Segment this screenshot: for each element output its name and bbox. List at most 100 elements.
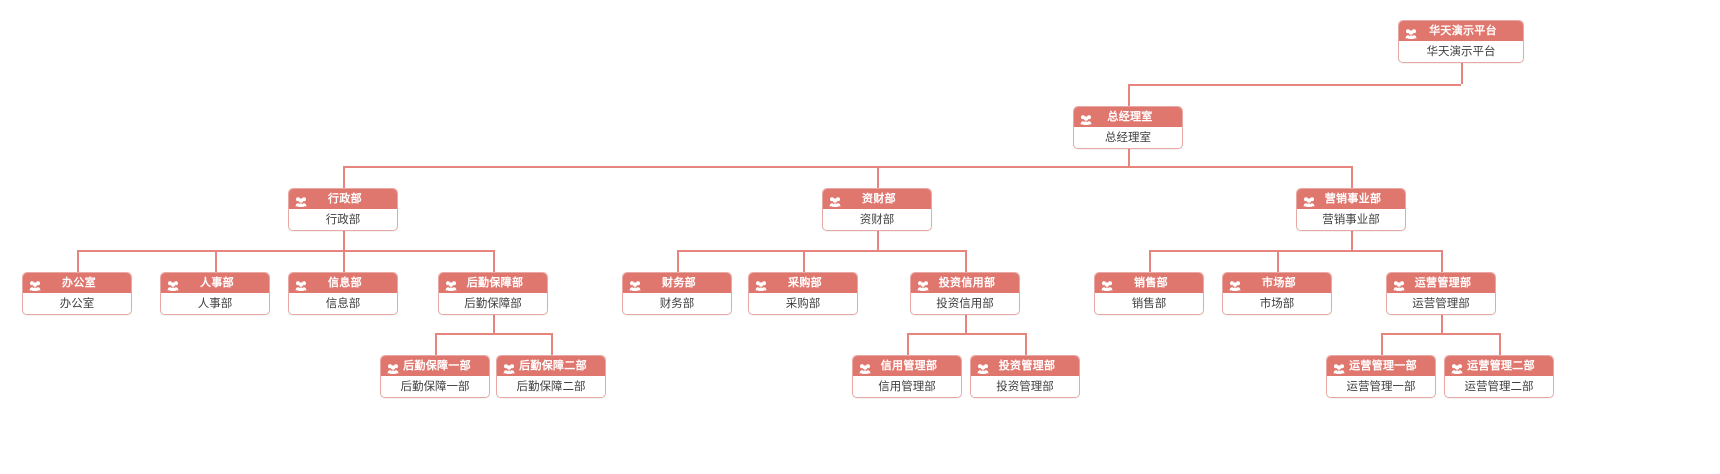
node-header[interactable]: 后勤保障部 [439, 273, 547, 293]
connector-child-stub [1499, 333, 1501, 355]
node-title: 投资信用部 [938, 276, 996, 289]
org-node-log2[interactable]: 后勤保障二部后勤保障二部 [496, 355, 606, 398]
node-title: 后勤保障一部 [403, 359, 471, 372]
node-header[interactable]: 投资管理部 [971, 356, 1079, 376]
node-header[interactable]: 营销事业部 [1297, 189, 1405, 209]
org-unit-icon [1393, 277, 1405, 291]
node-title: 华天演示平台 [1429, 24, 1497, 37]
node-subtitle: 财务部 [623, 293, 731, 314]
connector-child-stub [77, 250, 79, 272]
node-subtitle: 后勤保障部 [439, 293, 547, 314]
connector-child-stub [803, 250, 805, 272]
org-node-admin[interactable]: 行政部行政部 [288, 188, 398, 231]
org-node-logistics[interactable]: 后勤保障部后勤保障部 [438, 272, 548, 315]
connector-bus [677, 250, 965, 252]
org-node-root[interactable]: 华天演示平台华天演示平台 [1398, 20, 1524, 63]
org-node-invmgmt[interactable]: 投资管理部投资管理部 [970, 355, 1080, 398]
node-title: 财务部 [662, 276, 696, 289]
org-node-purchase[interactable]: 采购部采购部 [748, 272, 858, 315]
node-subtitle: 投资信用部 [911, 293, 1019, 314]
org-node-ops1[interactable]: 运营管理一部运营管理一部 [1326, 355, 1436, 398]
org-node-sales[interactable]: 销售部销售部 [1094, 272, 1204, 315]
node-header[interactable]: 行政部 [289, 189, 397, 209]
connector-child-stub [343, 166, 345, 188]
node-header[interactable]: 后勤保障二部 [497, 356, 605, 376]
node-title: 后勤保障二部 [519, 359, 587, 372]
connector-bus [907, 333, 1025, 335]
org-node-gm[interactable]: 总经理室总经理室 [1073, 106, 1183, 149]
connector-bus [435, 333, 551, 335]
connector-bus [1149, 250, 1441, 252]
node-header[interactable]: 信息部 [289, 273, 397, 293]
org-node-ops2[interactable]: 运营管理二部运营管理二部 [1444, 355, 1554, 398]
connector-bus [1381, 333, 1499, 335]
node-subtitle: 营销事业部 [1297, 209, 1405, 230]
node-header[interactable]: 投资信用部 [911, 273, 1019, 293]
node-title: 后勤保障部 [466, 276, 524, 289]
org-node-invcredit[interactable]: 投资信用部投资信用部 [910, 272, 1020, 315]
connector-child-stub [435, 333, 437, 355]
connector-child-stub [215, 250, 217, 272]
node-header[interactable]: 办公室 [23, 273, 131, 293]
org-node-marketing[interactable]: 营销事业部营销事业部 [1296, 188, 1406, 231]
connector-parent-stub [877, 231, 879, 250]
connector-child-stub [1025, 333, 1027, 355]
node-title: 采购部 [788, 276, 822, 289]
org-unit-icon [1229, 277, 1241, 291]
connector-child-stub [343, 250, 345, 272]
node-title: 总经理室 [1107, 110, 1153, 123]
node-header[interactable]: 后勤保障一部 [381, 356, 489, 376]
node-title: 信息部 [328, 276, 362, 289]
connector-child-stub [1128, 84, 1130, 106]
node-header[interactable]: 华天演示平台 [1399, 21, 1523, 41]
org-node-market[interactable]: 市场部市场部 [1222, 272, 1332, 315]
node-title: 运营管理二部 [1467, 359, 1535, 372]
org-unit-icon [387, 360, 399, 374]
org-unit-icon [859, 360, 871, 374]
org-unit-icon [1080, 111, 1092, 125]
org-unit-icon [1303, 193, 1315, 207]
org-node-asset[interactable]: 资财部资财部 [822, 188, 932, 231]
org-node-info[interactable]: 信息部信息部 [288, 272, 398, 315]
connector-child-stub [493, 250, 495, 272]
org-unit-icon [167, 277, 179, 291]
node-subtitle: 采购部 [749, 293, 857, 314]
org-node-office[interactable]: 办公室办公室 [22, 272, 132, 315]
node-subtitle: 运营管理二部 [1445, 376, 1553, 397]
node-header[interactable]: 运营管理一部 [1327, 356, 1435, 376]
org-node-log1[interactable]: 后勤保障一部后勤保障一部 [380, 355, 490, 398]
node-subtitle: 办公室 [23, 293, 131, 314]
node-header[interactable]: 财务部 [623, 273, 731, 293]
node-header[interactable]: 采购部 [749, 273, 857, 293]
connector-parent-stub [1128, 149, 1130, 166]
connector-child-stub [1277, 250, 1279, 272]
node-subtitle: 后勤保障二部 [497, 376, 605, 397]
node-header[interactable]: 市场部 [1223, 273, 1331, 293]
node-subtitle: 人事部 [161, 293, 269, 314]
org-unit-icon [1405, 25, 1417, 39]
connector-child-stub [1381, 333, 1383, 355]
org-unit-icon [1333, 360, 1345, 374]
connector-child-stub [1441, 250, 1443, 272]
node-header[interactable]: 人事部 [161, 273, 269, 293]
node-header[interactable]: 信用管理部 [853, 356, 961, 376]
node-title: 行政部 [328, 192, 362, 205]
node-header[interactable]: 销售部 [1095, 273, 1203, 293]
node-header[interactable]: 总经理室 [1074, 107, 1182, 127]
node-title: 市场部 [1262, 276, 1296, 289]
connector-parent-stub [343, 231, 345, 250]
node-title: 投资管理部 [998, 359, 1056, 372]
org-node-opsmgmt[interactable]: 运营管理部运营管理部 [1386, 272, 1496, 315]
org-node-hr[interactable]: 人事部人事部 [160, 272, 270, 315]
org-unit-icon [1101, 277, 1113, 291]
node-title: 销售部 [1134, 276, 1168, 289]
org-unit-icon [503, 360, 515, 374]
node-header[interactable]: 资财部 [823, 189, 931, 209]
node-header[interactable]: 运营管理二部 [1445, 356, 1553, 376]
org-node-creditmgmt[interactable]: 信用管理部信用管理部 [852, 355, 962, 398]
connector-bus [77, 250, 493, 252]
node-header[interactable]: 运营管理部 [1387, 273, 1495, 293]
node-title: 运营管理部 [1414, 276, 1472, 289]
org-node-finance[interactable]: 财务部财务部 [622, 272, 732, 315]
